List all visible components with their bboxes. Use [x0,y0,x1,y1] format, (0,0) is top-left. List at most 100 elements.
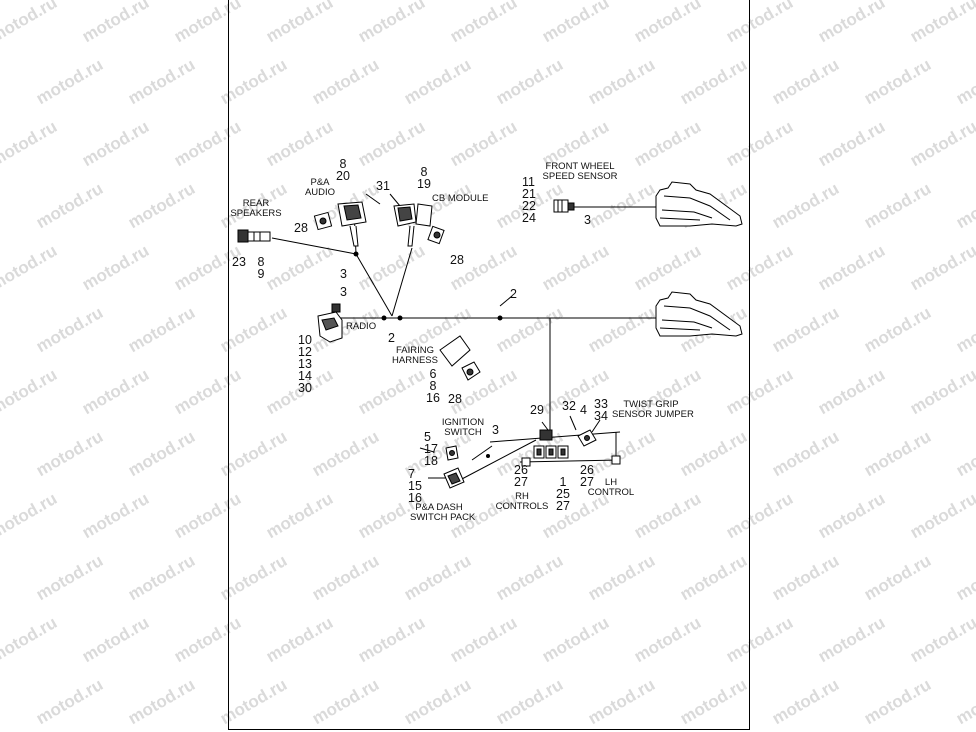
callout-number: 34 [594,409,608,423]
junction-dot [497,315,503,321]
branch-line-left [355,253,393,317]
callout-speaker: 8 9 [256,256,266,281]
radio-label: RADIO [346,321,377,332]
dash-switch-pack-label-line1: P&A DASH [415,502,463,513]
callout-28-audio: 28 [294,221,308,235]
pa-audio-label-line2: AUDIO [304,187,336,198]
callout-cb: 8 19 [416,166,432,191]
callout-29: 29 [530,403,544,417]
callout-31: 31 [376,179,390,193]
lh-control-label-line1: LH [604,477,618,488]
fairing-harness-connector [439,335,481,381]
callout-number: 25 [556,487,570,501]
callout-number: 21 [522,187,536,201]
callout-lh: 26 27 [580,464,594,489]
callout-pa-audio: 8 20 [336,157,350,183]
pa-audio-label-line1: P&A [310,177,330,188]
dash-switch-pack-connector [443,467,465,489]
speaker-line [271,237,357,255]
controls-bar-upper [489,431,621,443]
callout-number: 13 [298,357,312,371]
callout-radio: 10 12 13 14 30 [298,333,312,395]
callout-fwss: 11 21 22 24 [522,175,536,225]
callout-rh-b: 1 25 27 [554,476,572,513]
callout-32: 32 [562,399,576,413]
callout-rh-a: 26 27 [514,463,528,489]
rh-controls-label: RH CONTROLS [494,492,550,512]
rear-speaker-connector [237,229,271,243]
callout-4: 4 [580,403,587,417]
rh-controls-label-line1: RH [515,491,529,502]
callout-number: 11 [522,175,535,189]
rh-lh-control-connectors [521,429,621,467]
callout-dash: 7 15 16 [408,467,422,505]
callout-number: 6 [429,367,437,381]
callout-number: 5 [424,430,431,444]
callout-number: 20 [336,169,350,183]
rear-speakers-label-line2: SPEAKERS [230,208,282,219]
callout-number: 7 [408,467,415,481]
fairing-shell-lower [655,291,743,337]
ignition-line [471,445,493,461]
callout-28-fairing: 28 [448,392,462,406]
leader-31b [389,193,401,207]
callout-number: 14 [298,369,312,383]
rear-speakers-label: REAR SPEAKERS [228,199,284,219]
dash-switch-pack-label-line2: SWITCH PACK [410,512,476,523]
fairing-shell-upper [655,181,743,227]
lh-control-label: LH CONTROL [586,478,636,498]
junction-dot [397,315,403,321]
callout-3-radio: 3 [340,285,347,299]
cb-module-connector [393,203,445,247]
junction-dot [486,454,490,458]
cb-module-label: CB MODULE [432,193,489,204]
callout-23: 23 [232,255,246,269]
ignition-switch-connector [445,445,459,461]
callout-number: 18 [424,454,438,468]
callout-ignition: 5 17 18 [424,430,438,468]
fairing-harness-label-line1: FAIRING [395,345,434,356]
fwss-label-line1: FRONT WHEEL [545,161,615,172]
callout-3-upper: 3 [340,267,347,281]
callout-number: 19 [417,177,431,191]
junction-dot [353,251,359,257]
callout-28-cb: 28 [450,253,464,267]
callout-number: 22 [522,199,536,213]
callout-number: 12 [298,345,312,359]
callout-number: 9 [257,267,265,281]
fwss-connector [553,199,575,213]
dash-switch-pack-label: P&A DASH SWITCH PACK [410,502,476,523]
leader-32 [569,415,577,431]
callout-number: 17 [424,442,438,456]
callout-twist: 33 34 [594,397,608,423]
callout-number: 16 [426,391,440,405]
callout-number: 27 [514,475,528,489]
fairing-harness-label-line2: HARNESS [392,355,438,366]
callout-number: 16 [408,491,422,505]
callout-number: 8 [339,157,347,171]
lh-control-label-line2: CONTROL [587,487,635,498]
callout-2-right: 2 [510,287,517,301]
twist-grip-label-line2: SENSOR JUMPER [612,409,694,420]
callout-2-left: 2 [388,331,395,345]
twist-grip-label: TWIST GRIP SENSOR JUMPER [612,399,694,420]
rear-speakers-label-line1: REAR [242,198,270,209]
dash-pack-line [459,439,537,481]
callout-number: 10 [298,333,312,347]
callout-number: 30 [298,381,312,395]
callout-3-ignition: 3 [492,423,499,437]
twist-grip-label-line1: TWIST GRIP [623,399,679,410]
leader-29 [541,421,549,431]
callout-number: 8 [429,379,437,393]
callout-fairing: 6 8 16 [426,367,440,405]
callout-number: 26 [514,463,528,477]
branch-line-right [391,247,413,317]
ignition-switch-label-line2: SWITCH [444,427,482,438]
leader-5 [419,447,435,453]
leader-33 [591,419,601,433]
leader-2 [499,295,513,307]
callout-number: 33 [594,397,608,411]
pa-audio-label: P&A AUDIO [300,178,340,198]
